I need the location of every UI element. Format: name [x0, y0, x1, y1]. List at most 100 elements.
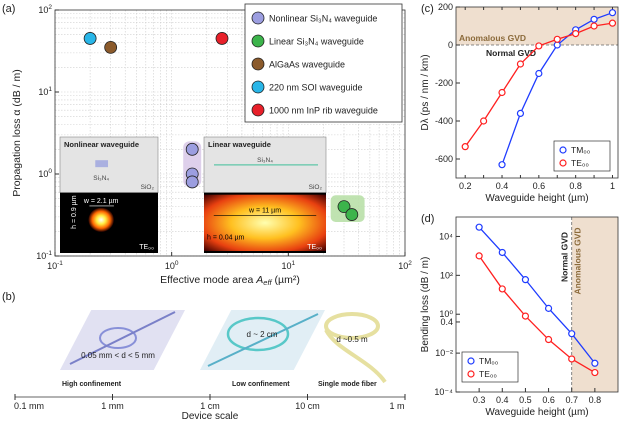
- series-line-d-0: [478, 226, 596, 364]
- data-point-d-0: [591, 359, 599, 367]
- device-caption-3: Single mode fiber: [318, 381, 377, 388]
- legend-marker-c: [559, 146, 567, 154]
- legend-label-d: TM₀₀: [479, 356, 499, 366]
- scale-tick-label: 0.1 mm: [14, 401, 44, 411]
- y-tick-label-c: 0: [448, 40, 453, 50]
- data-point-1: [337, 200, 351, 214]
- scale-tick-label: 10 cm: [295, 401, 320, 411]
- x-axis-label-c: Waveguide height (µm): [485, 193, 588, 204]
- y-tick-label-c: -400: [435, 116, 453, 126]
- x-tick-label-d: 0.4: [496, 395, 509, 405]
- legend-label-c: TE₀₀: [571, 158, 589, 168]
- inset-title: Linear waveguide: [208, 140, 271, 149]
- substrate-plane: [60, 310, 185, 370]
- x-axis-label-d: Waveguide height (µm): [485, 407, 588, 418]
- x-tick-label-d: 0.3: [473, 395, 486, 405]
- data-point-c-1: [480, 117, 488, 125]
- device-caption-2: Low confinement: [232, 381, 290, 388]
- inset-core-label: Si₃N₄: [93, 175, 109, 182]
- inset-width-label: w = 11 µm: [248, 208, 281, 215]
- legend-marker: [251, 80, 265, 94]
- data-point-c-1: [498, 88, 506, 97]
- scale-axis-label: Device scale: [182, 411, 239, 422]
- data-point-c-1: [608, 19, 617, 27]
- y-tick-label-a: 102: [38, 4, 52, 15]
- legend-label-d: TE₀₀: [479, 369, 497, 379]
- data-point-c-0: [553, 41, 561, 49]
- x-axis-label-a: Effective mode area Aeff (µm²): [160, 274, 300, 287]
- data-point-3: [83, 32, 97, 45]
- y-tick-label-a: 10-1: [36, 250, 52, 261]
- data-point-c-1: [461, 143, 469, 151]
- inset-height-label: h = 0.04 µm: [207, 235, 244, 242]
- scale-tick-label: 1 mm: [101, 401, 124, 411]
- x-tick-label-a: 102: [398, 260, 412, 271]
- legend-label-c: TM₀₀: [571, 145, 591, 155]
- data-point-d-1: [475, 252, 483, 260]
- data-point-c-1: [535, 42, 543, 50]
- x-tick-label-c: 0.8: [569, 181, 582, 191]
- data-point-c-0: [590, 15, 598, 23]
- y-tick-label-d: 0.4: [440, 317, 453, 327]
- panel-label-c: (c): [421, 3, 434, 15]
- legend-label: AlGaAs waveguide: [269, 60, 345, 70]
- panel-label-a: (a): [2, 3, 15, 15]
- data-point-c-0: [535, 69, 543, 78]
- y-axis-label-d: Bending loss (dB / m): [420, 257, 431, 353]
- inset-cladding: [59, 136, 159, 193]
- inset-mode-label: TE₀₀: [307, 244, 322, 251]
- x-tick-label-c: 1: [610, 181, 615, 191]
- data-point-0: [185, 142, 199, 156]
- data-point-d-1: [544, 335, 553, 344]
- inset-core: [95, 160, 109, 168]
- data-point-c-1: [516, 60, 525, 68]
- scale-tick-label: 1 m: [389, 401, 404, 411]
- axes-frame-c: [455, 6, 619, 179]
- y-tick-label-d: 10⁻⁴: [434, 387, 453, 397]
- inset-clad-label: SiO₂: [309, 184, 323, 191]
- data-point-2: [104, 40, 118, 54]
- bus-waveguide-2: [207, 313, 319, 367]
- region-label-right: Anomalous GVD: [573, 227, 583, 294]
- data-point-1: [345, 208, 359, 221]
- legend-marker-d: [467, 370, 475, 378]
- data-point-c-1: [553, 35, 561, 43]
- legend-label: Nonlinear Si₃N₄ waveguide: [269, 14, 377, 24]
- inset-height-label: h = 0.9 µm: [71, 195, 78, 229]
- data-point-c-0: [608, 9, 617, 17]
- inset-mode-field: [88, 207, 114, 232]
- device-caption-1: High confinement: [62, 381, 122, 388]
- fiber-coil: [324, 312, 380, 340]
- device-size-2: d ~ 2 cm: [247, 330, 278, 339]
- data-point-d-1: [591, 368, 599, 377]
- data-point-d-1: [568, 355, 576, 363]
- y-tick-label-a: 101: [38, 86, 52, 97]
- x-tick-label-a: 101: [282, 260, 296, 271]
- panel-label-d: (d): [421, 213, 434, 225]
- legend-marker-c: [559, 159, 567, 167]
- x-tick-label-d: 0.7: [565, 395, 578, 405]
- y-tick-label-d: 10⁰: [439, 309, 453, 319]
- data-point-0: [185, 175, 199, 189]
- legend-marker: [251, 57, 265, 71]
- legend-label: 1000 nm InP rib waveguide: [269, 106, 378, 116]
- x-tick-label-d: 0.8: [589, 395, 602, 405]
- data-point-d-0: [475, 223, 483, 231]
- ring-resonator-small: [99, 327, 137, 349]
- inset-mode-field: [204, 194, 326, 251]
- y-tick-label-a: 100: [38, 168, 52, 179]
- legend-label: Linear Si₃N₄ waveguide: [269, 37, 364, 47]
- y-tick-label-c: 200: [438, 2, 453, 12]
- inset-title: Nonlinear waveguide: [64, 140, 139, 149]
- region-label-top: Anomalous GVD: [459, 33, 526, 43]
- region-label-left: Normal GVD: [560, 232, 570, 282]
- y-axis-label-a: Propagation loss α (dB / m): [11, 69, 23, 196]
- data-point-c-1: [572, 29, 580, 38]
- y-tick-label-d: 10⁴: [439, 231, 453, 241]
